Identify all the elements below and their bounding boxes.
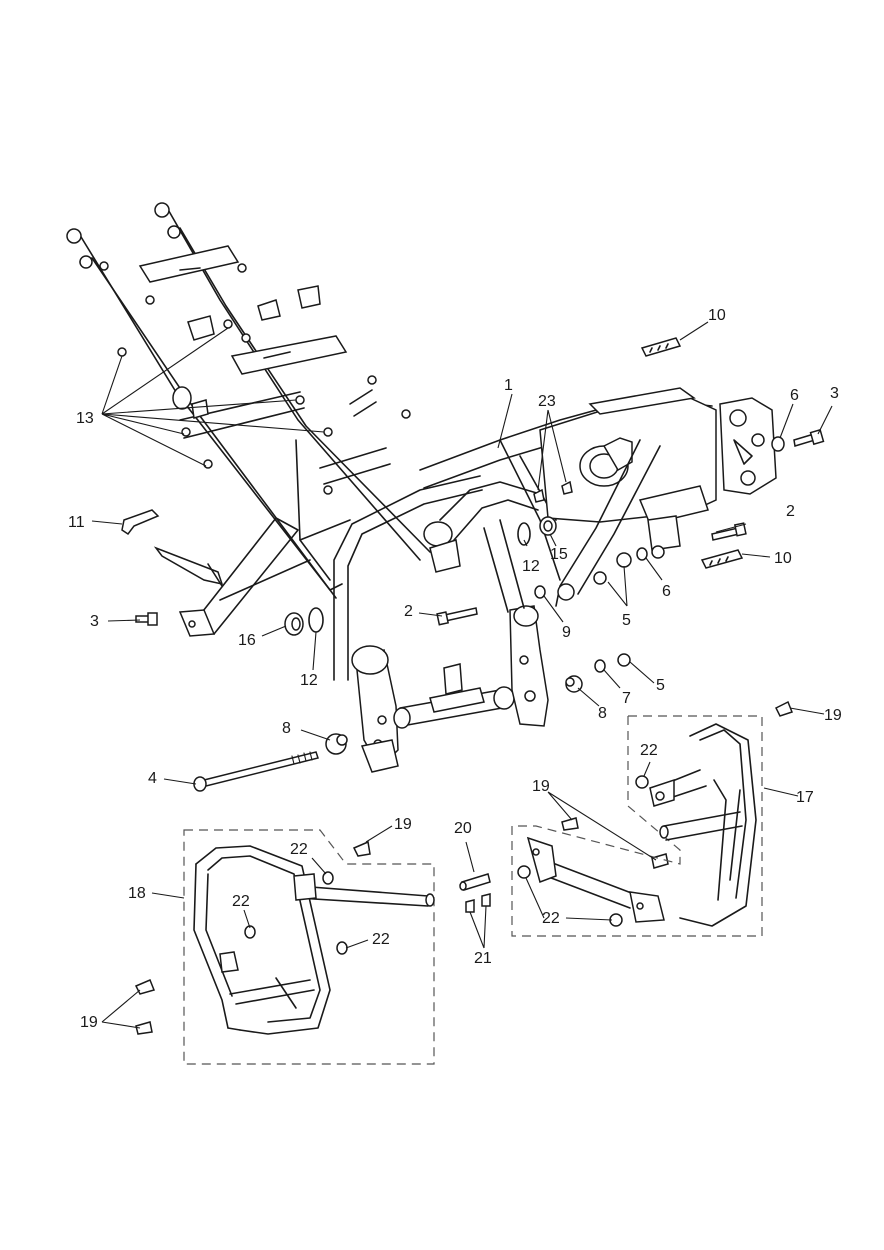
bush [539,516,557,536]
screws [465,893,491,913]
grommet-17-a [635,775,649,789]
callout-2-center: 2 [404,603,413,620]
callout-6-upper: 6 [790,387,799,404]
callout-4: 4 [148,770,157,787]
callout-5-upper: 5 [622,612,631,629]
clip [121,509,160,536]
washer-7 [594,659,606,673]
washer-upper [771,436,785,452]
bolt-left [135,612,158,626]
loose-parts [117,319,825,1035]
bolt-19-c [651,853,669,869]
bolt-19-e [134,979,156,995]
callout-19-guard-left: 19 [394,816,412,833]
callout-12-lower: 12 [300,672,318,689]
washer-9 [534,585,546,599]
bolt-19-b [561,817,579,831]
grommet-17-b [517,865,531,879]
callout-12-upper: 12 [522,558,540,575]
bolt-19-d [352,840,371,857]
grommet-18-a [322,871,334,885]
callout-3-right: 3 [830,385,839,402]
callout-11: 11 [68,514,85,531]
callout-22-guard-left-top: 22 [290,841,308,858]
pin [459,873,491,891]
grommet-18-b [244,925,256,939]
callout-22-guard-right-bottom: 22 [542,910,560,927]
callout-1: 1 [504,377,513,394]
bolt-upper-right [793,428,825,447]
callout-22-guard-right-top: 22 [640,742,658,759]
callout-5-lower: 5 [656,677,665,694]
engine-guard-right [511,715,763,937]
callout-19-left: 19 [80,1014,98,1031]
leader-lines [91,321,833,1029]
callout-22-guard-left-right: 22 [372,931,390,948]
clip-23-b [561,480,573,495]
bolt-19-f [135,1021,153,1035]
callout-13: 13 [76,410,94,427]
callout-8-lower: 8 [282,720,291,737]
callout-22-guard-left-mid: 22 [232,893,250,910]
callout-3-left: 3 [90,613,99,630]
callout-18: 18 [128,885,146,902]
bush-16 [284,612,304,636]
callout-10-upper: 10 [708,307,726,324]
callout-23: 23 [538,393,556,410]
washer-lower [636,547,648,561]
nut-a [593,571,607,585]
engine-guard-left [183,829,435,1065]
callout-7: 7 [622,690,631,707]
spacer-lower [325,733,348,755]
bolt-center [436,607,478,626]
callout-6-lower: 6 [662,583,671,600]
callout-15: 15 [550,546,568,563]
callout-8-upper: 8 [598,705,607,722]
callout-labels: 1 2 2 3 3 4 5 5 6 6 7 8 8 9 10 10 11 12 … [68,307,842,1031]
callout-19-right: 19 [824,707,842,724]
clip-23-a [533,488,545,503]
callout-19-guard-right: 19 [532,778,550,795]
bolt-19-a [774,700,793,717]
callout-21: 21 [474,950,492,967]
nut-b [616,552,632,568]
nut-c [617,653,631,667]
long-bolt [193,751,319,792]
callout-16: 16 [238,632,256,649]
callout-10-lower: 10 [774,550,792,567]
o-ring-lower [308,607,324,633]
callout-17: 17 [796,789,814,806]
chain-guide-top [640,337,682,357]
callout-2-right: 2 [786,503,795,520]
callout-20: 20 [454,820,472,837]
o-ring-upper [517,522,531,546]
chain-guide-bottom [700,549,744,569]
callout-9: 9 [562,624,571,641]
grommet-18-c [336,941,348,955]
main-frame [66,202,777,773]
